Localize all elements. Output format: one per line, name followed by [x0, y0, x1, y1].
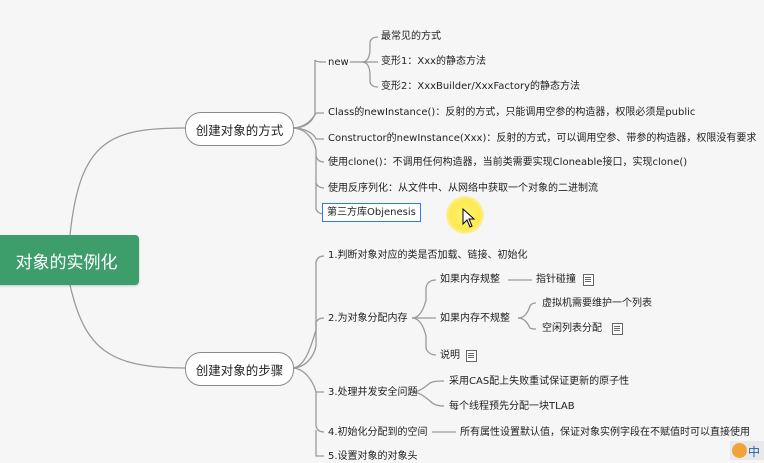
ime-logo-icon	[732, 443, 747, 458]
node-class-newinstance[interactable]: Class的newInstance()：反射的方式，只能调用空参的构造器，权限必…	[328, 107, 696, 118]
node-new[interactable]: new	[328, 57, 349, 68]
node-vm-list[interactable]: 虚拟机需要维护一个列表	[542, 298, 652, 309]
branch-creation-steps[interactable]: 创建对象的步骤	[185, 352, 294, 386]
node-cas-retry[interactable]: 采用CAS配上失败重试保证更新的原子性	[449, 376, 630, 387]
note-icon[interactable]	[466, 350, 477, 362]
note-icon[interactable]	[612, 323, 623, 335]
note-icon[interactable]	[583, 274, 594, 286]
node-deserialization[interactable]: 使用反序列化：从文件中、从网络中获取一个对象的二进制流	[328, 183, 598, 194]
root-node[interactable]: 对象的实例化	[0, 235, 139, 285]
node-constructor-newinstance[interactable]: Constructor的newInstance(Xxx)：反射的方式，可以调用空…	[328, 133, 757, 144]
mouse-cursor-icon	[462, 208, 476, 228]
node-memory-irregular[interactable]: 如果内存不规整	[440, 313, 510, 324]
node-new-child-1[interactable]: 最常见的方式	[381, 31, 441, 42]
branch-creation-methods[interactable]: 创建对象的方式	[185, 112, 294, 146]
node-explanation[interactable]: 说明	[440, 350, 460, 361]
node-step-5[interactable]: 5.设置对象的对象头	[328, 451, 418, 462]
node-bump-pointer[interactable]: 指针碰撞	[536, 274, 576, 285]
ime-logo-label: 中	[748, 445, 761, 459]
node-clone[interactable]: 使用clone()：不调用任何构造器，当前类需要实现Cloneable接口，实现…	[328, 157, 688, 168]
node-memory-regular[interactable]: 如果内存规整	[440, 274, 500, 285]
node-step-4[interactable]: 4.初始化分配到的空间	[328, 427, 428, 438]
node-step-2[interactable]: 2.为对象分配内存	[328, 313, 408, 324]
ime-logo: 中	[730, 441, 764, 460]
node-free-list[interactable]: 空闲列表分配	[542, 323, 602, 334]
node-step-1[interactable]: 1.判断对象对应的类是否加载、链接、初始化	[328, 250, 528, 261]
node-objenesis-selected[interactable]: 第三方库Objenesis	[322, 203, 421, 222]
node-new-child-3[interactable]: 变形2：XxxBuilder/XxxFactory的静态方法	[381, 81, 580, 92]
node-step-3[interactable]: 3.处理并发安全问题	[328, 387, 418, 398]
node-default-values[interactable]: 所有属性设置默认值，保证对象实例字段在不赋值时可以直接使用	[460, 427, 750, 438]
node-new-child-2[interactable]: 变形1：Xxx的静态方法	[381, 56, 487, 67]
node-tlab[interactable]: 每个线程预先分配一块TLAB	[449, 401, 575, 412]
